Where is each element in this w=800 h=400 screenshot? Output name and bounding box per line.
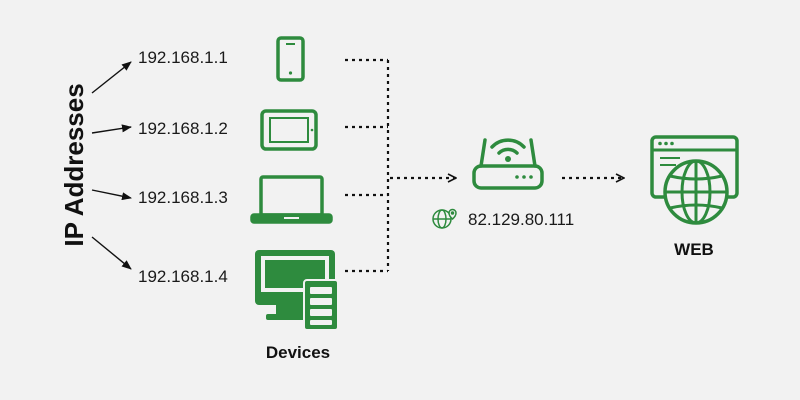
desktop-icon (255, 250, 339, 331)
ip-label-2: 192.168.1.2 (138, 119, 228, 138)
public-ip-label: 82.129.80.111 (468, 210, 574, 229)
wifi-router-icon (472, 138, 544, 190)
devices-label: Devices (266, 343, 330, 362)
pointer-arrow-1 (91, 61, 132, 94)
tablet-icon (260, 109, 318, 151)
smartphone-icon (276, 36, 305, 82)
globe-location-icon (432, 208, 457, 229)
pointer-arrow-2 (91, 124, 132, 134)
ip-label-4: 192.168.1.4 (138, 267, 228, 286)
web-browser-globe-icon (650, 135, 739, 225)
pointer-arrow-3 (91, 189, 132, 201)
device-connectors (345, 58, 390, 273)
ip-label-3: 192.168.1.3 (138, 188, 228, 207)
pointer-arrow-4 (91, 236, 132, 270)
ip-label-1: 192.168.1.1 (138, 48, 228, 67)
laptop-icon (250, 175, 333, 224)
web-label: WEB (674, 240, 714, 259)
side-label: IP Addresses (59, 83, 89, 246)
